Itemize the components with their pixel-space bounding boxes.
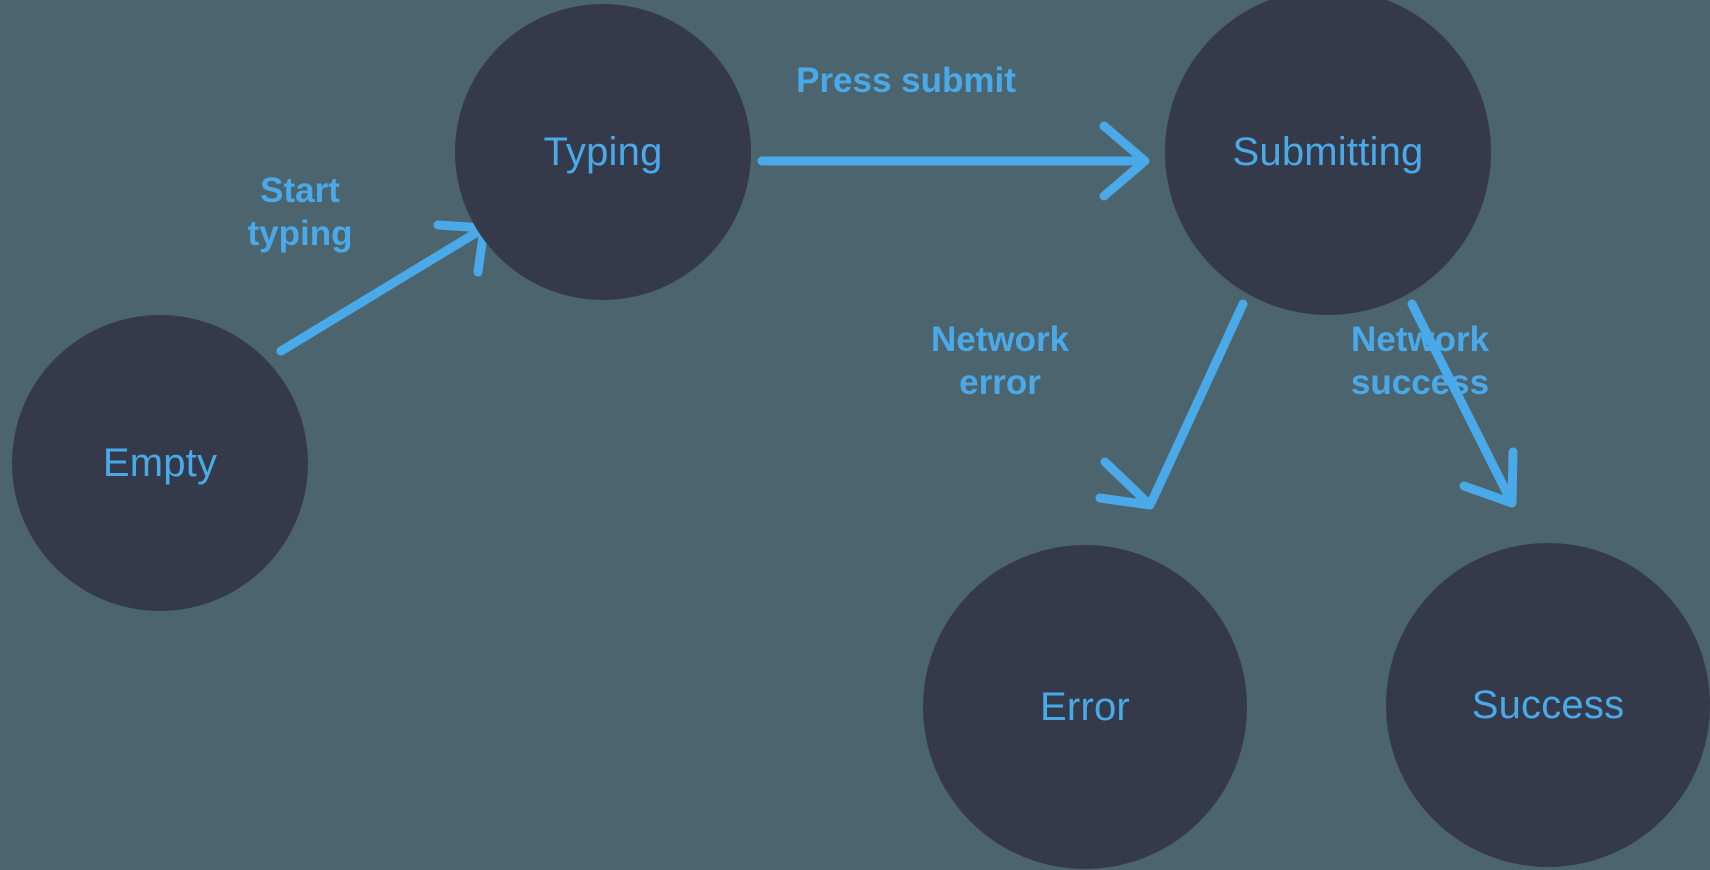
edge-press-submit	[757, 121, 1150, 201]
state-node-error-label: Error	[1040, 685, 1130, 729]
edge-label-start-typing: Start typing	[247, 171, 353, 253]
state-node-success[interactable]: Success	[1386, 543, 1710, 867]
state-node-success-label: Success	[1471, 683, 1625, 727]
state-node-submitting-label: Submitting	[1232, 130, 1424, 174]
state-node-empty-label: Empty	[102, 441, 218, 485]
state-node-error[interactable]: Error	[923, 545, 1247, 869]
state-node-submitting[interactable]: Submitting	[1165, 0, 1491, 315]
edge-label-network-error: Network error	[930, 320, 1070, 402]
edge-label-network-success: Network success	[1350, 320, 1490, 402]
edge-network-error	[1095, 299, 1248, 510]
edge-label-press-submit: Press submit	[796, 61, 1016, 100]
state-node-typing[interactable]: Typing	[455, 4, 751, 300]
state-node-typing-label: Typing	[543, 130, 663, 174]
state-node-empty[interactable]: Empty	[12, 315, 308, 611]
